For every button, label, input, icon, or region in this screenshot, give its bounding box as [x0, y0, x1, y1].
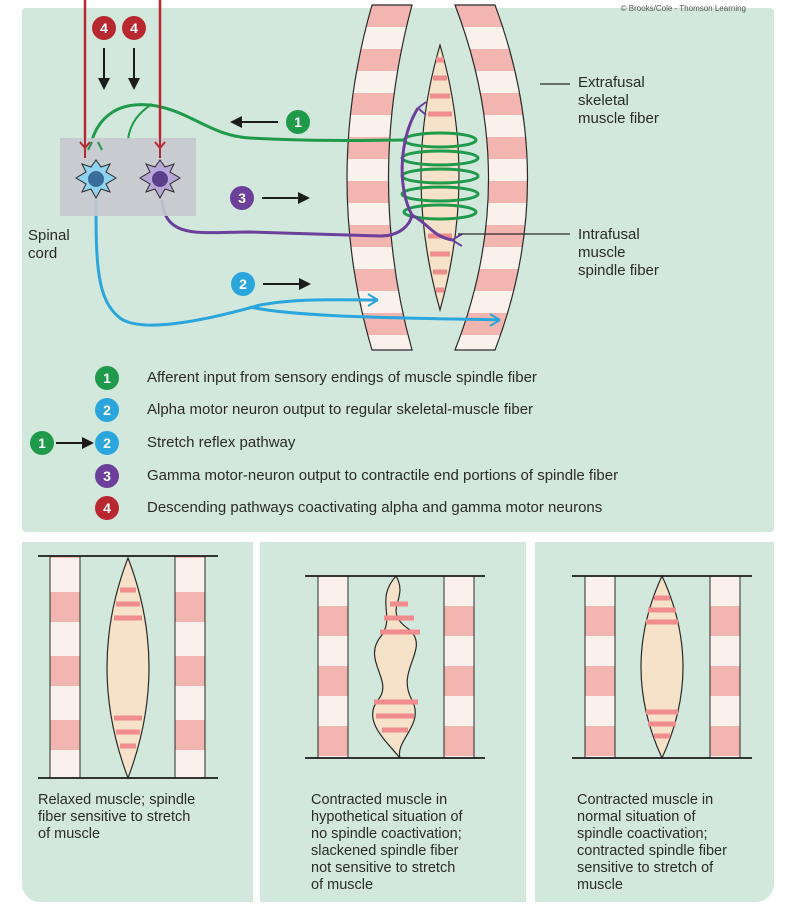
extrafusal-label: Extrafusal skeletal muscle fiber	[578, 74, 659, 127]
legend-badge-2: 2	[95, 398, 119, 422]
svg-text:4: 4	[130, 20, 138, 36]
svg-text:2: 2	[239, 276, 247, 292]
legend-item-3: Gamma motor-neuron output to contractile…	[147, 467, 619, 484]
marker-3-diagram: 3	[230, 186, 310, 210]
caption-no-coactivation: Contracted muscle in hypothetical situat…	[311, 792, 463, 893]
svg-text:1: 1	[103, 370, 111, 386]
sensory-ending-coil	[90, 103, 480, 221]
legend-badge-3: 3	[95, 464, 119, 488]
no-coactivation-illustration	[305, 574, 485, 759]
spinal-cord-label: Spinal cord	[28, 227, 70, 262]
main-diagram-panel: © Brooks/Cole - Thomson Learning	[22, 4, 774, 532]
marker-4-right: 4	[122, 16, 146, 40]
intrafusal-label: Intrafusal muscle spindle fiber	[578, 226, 659, 279]
gamma-motor-pathway	[160, 101, 463, 247]
legend-badge-1: 1	[95, 366, 119, 390]
marker-2-diagram: 2	[231, 272, 311, 296]
gamma-motor-neuron	[139, 159, 181, 200]
svg-text:3: 3	[238, 190, 246, 206]
extrafusal-fiber-left	[346, 4, 413, 351]
legend-badge-1-to-2: 1 2	[30, 431, 119, 455]
copyright-notice: © Brooks/Cole - Thomson Learning	[620, 4, 746, 13]
svg-text:2: 2	[103, 402, 111, 418]
caption-relaxed: Relaxed muscle; spindle fiber sensitive …	[38, 792, 196, 842]
legend-item-stretch-reflex: Stretch reflex pathway	[147, 434, 296, 451]
svg-text:3: 3	[103, 468, 111, 484]
svg-text:2: 2	[103, 435, 111, 451]
legend-badge-4: 4	[95, 496, 119, 520]
svg-text:1: 1	[294, 114, 302, 130]
intrafusal-spindle-fiber	[420, 42, 460, 313]
caption-coactivation: Contracted muscle in normal situation of…	[577, 792, 727, 893]
legend-item-1: Afferent input from sensory endings of m…	[147, 369, 537, 386]
descending-pathways	[83, 0, 162, 140]
alpha-motor-pathway	[94, 199, 501, 327]
svg-text:4: 4	[100, 20, 108, 36]
legend-item-4: Descending pathways coactivating alpha a…	[147, 499, 603, 516]
alpha-motor-neuron	[75, 159, 117, 200]
legend-item-2: Alpha motor neuron output to regular ske…	[147, 401, 534, 418]
marker-4-left: 4	[92, 16, 116, 40]
marker-1-diagram: 1	[230, 110, 310, 134]
relaxed-muscle-illustration	[38, 555, 218, 780]
svg-text:1: 1	[38, 435, 46, 451]
coactivation-illustration	[572, 574, 752, 760]
descending-arrows	[98, 48, 140, 90]
extrafusal-fiber-right	[454, 4, 529, 351]
svg-text:4: 4	[103, 500, 111, 516]
